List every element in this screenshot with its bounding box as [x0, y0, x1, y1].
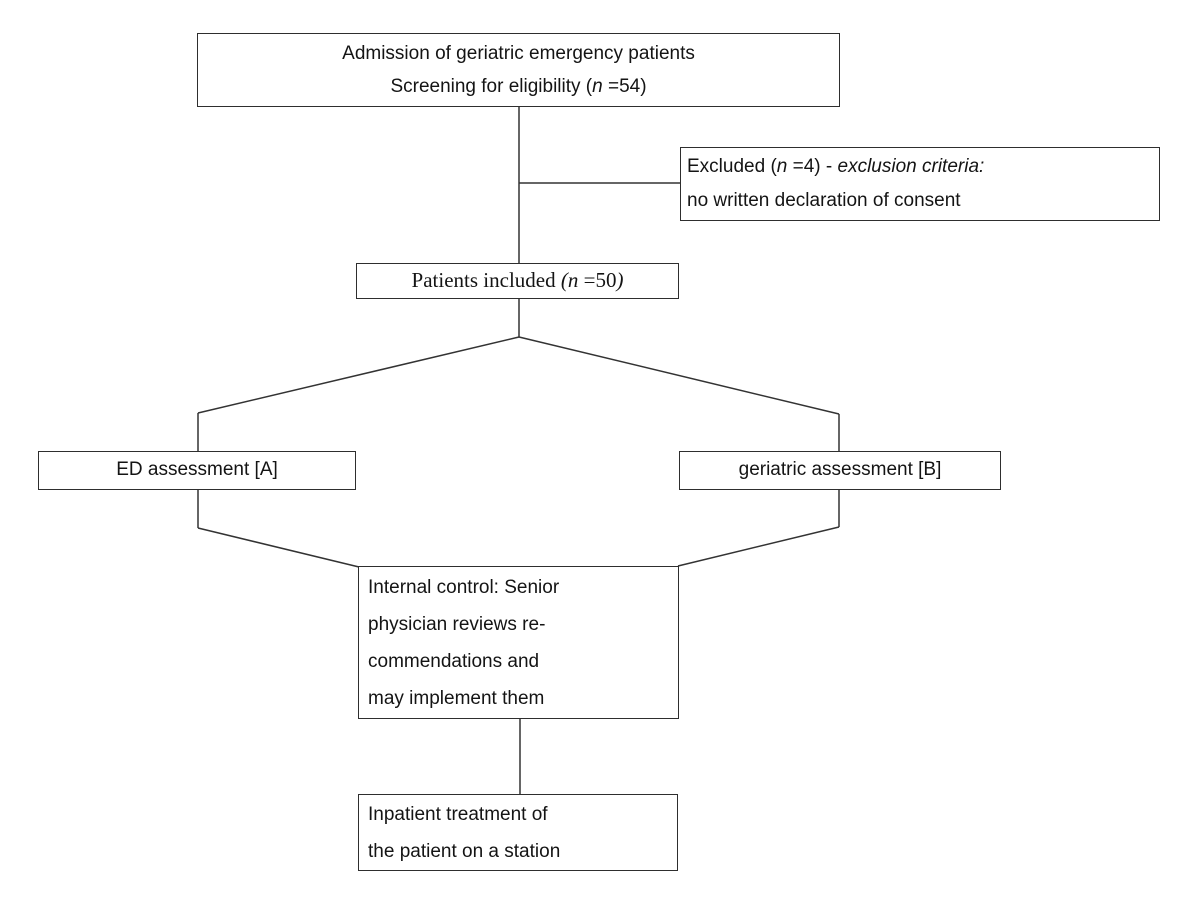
text-line: geriatric assessment [B] — [738, 459, 942, 480]
text-line: the patient on a station — [368, 841, 561, 862]
text-line: Internal control: Senior — [368, 577, 560, 598]
text-line: Admission of geriatric emergency patient… — [342, 43, 695, 64]
geriatric-assessment-box: geriatric assessment [B] — [679, 451, 1001, 490]
connector-geriatric-to-internal — [677, 526, 840, 567]
patients-included-box: Patients included (n =50) — [356, 263, 679, 299]
text-line: may implement them — [368, 688, 545, 709]
text-line: Excluded (n =4) - exclusion criteria: — [687, 156, 985, 177]
connector-ed-to-internal — [197, 527, 360, 568]
text-line: commendations and — [368, 651, 540, 672]
ed-assessment-box: ED assessment [A] — [38, 451, 356, 490]
screening-box: Admission of geriatric emergency patient… — [197, 33, 840, 107]
excluded-box: Excluded (n =4) - exclusion criteria: no … — [680, 147, 1160, 221]
inpatient-treatment-box: Inpatient treatment of the patient on a s… — [358, 794, 678, 871]
text-line: physician reviews re- — [368, 614, 546, 635]
text-line: no written declaration of consent — [687, 190, 961, 211]
connector-apex-to-right — [518, 336, 840, 415]
text-line: Patients included (n =50) — [411, 268, 624, 292]
internal-control-box: Internal control: Senior physician review… — [358, 566, 679, 719]
text-line: Inpatient treatment of — [368, 804, 548, 825]
text-line: Screening for eligibility (n =54) — [390, 76, 647, 97]
text-line: ED assessment [A] — [116, 459, 278, 480]
connector-apex-to-left — [197, 336, 520, 414]
